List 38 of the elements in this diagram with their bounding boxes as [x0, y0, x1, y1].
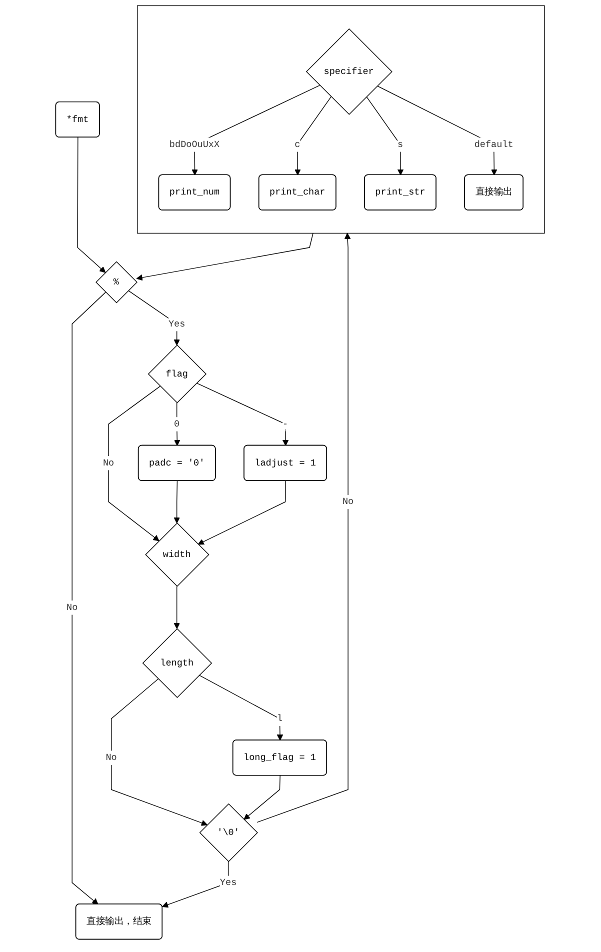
edge-label: default — [474, 139, 514, 150]
arrow — [162, 861, 230, 908]
node-diamond: specifier — [306, 28, 393, 115]
arrow — [174, 480, 180, 524]
arrow — [72, 292, 106, 905]
edge-label: l — [277, 713, 283, 724]
arrow — [244, 775, 281, 820]
arrow — [78, 137, 106, 273]
edge-label: No — [106, 752, 118, 763]
cluster — [137, 5, 546, 234]
edge-label: No — [342, 496, 354, 508]
edge-label: Yes — [168, 318, 186, 330]
edge-label: No — [66, 602, 78, 613]
node-diamond: flag — [148, 344, 207, 404]
arrow — [198, 480, 286, 545]
edge-label: s — [398, 139, 404, 150]
edge-label: 0 — [174, 418, 180, 430]
arrow — [257, 232, 352, 823]
arrow — [111, 678, 208, 826]
edge-label: c — [294, 139, 301, 150]
arrow — [377, 86, 498, 176]
arrow — [174, 586, 180, 630]
arrow — [192, 85, 321, 176]
arrow — [366, 96, 404, 176]
edge-label: No — [103, 457, 114, 468]
node-diamond: width — [145, 522, 210, 587]
arrow — [199, 674, 284, 741]
arrow — [128, 290, 180, 346]
edge-label: - — [282, 418, 288, 430]
node-diamond: '\0' — [200, 803, 258, 862]
arrow — [108, 386, 161, 542]
node-diamond: % — [96, 261, 138, 304]
arrow — [294, 96, 332, 176]
edge-label: bdDoOuUxX — [170, 139, 220, 150]
arrow — [174, 402, 181, 446]
node-diamond: length — [142, 628, 212, 698]
arrow — [136, 232, 314, 281]
edge-label: Yes — [220, 877, 238, 888]
